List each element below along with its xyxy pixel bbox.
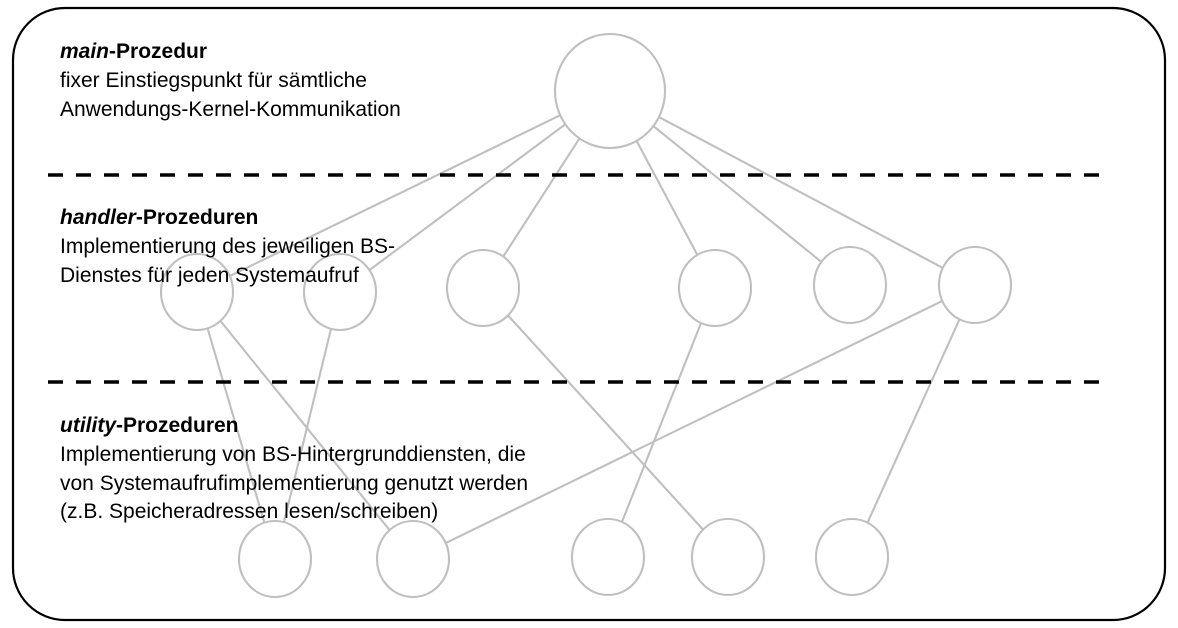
node-utility-4[interactable]	[690, 517, 766, 597]
section-title-utility: utility-Prozeduren	[60, 412, 528, 440]
node-main-1[interactable]	[553, 32, 667, 150]
edge-main-1-to-handler-6	[658, 116, 944, 269]
section-label-handler: handler-Prozeduren Implementierung des j…	[60, 204, 395, 290]
edge-handler-1-to-utility-1	[206, 328, 266, 523]
section-keyword-main: main	[60, 40, 110, 63]
section-keyword-handler: handler	[60, 206, 136, 229]
section-label-utility: utility-Prozeduren Implementierung von B…	[60, 412, 528, 527]
section-title-suffix-main: -Prozedur	[109, 40, 208, 63]
node-utility-1[interactable]	[237, 519, 313, 599]
edge-handler-3-to-utility-4	[507, 314, 704, 531]
section-desc-utility-line-2: von Systemaufrufimplementierung genutzt …	[60, 471, 529, 495]
edge-handler-2-to-utility-1	[282, 328, 333, 523]
edge-main-1-to-handler-4	[635, 140, 699, 256]
edge-main-1-to-handler-3	[502, 137, 581, 258]
edge-handler-6-to-utility-5	[866, 318, 961, 524]
section-title-main: main-Prozedur	[60, 38, 401, 66]
node-utility-3[interactable]	[570, 517, 646, 597]
section-desc-main-line-2: Anwendungs-Kernel-Kommunikation	[60, 97, 401, 121]
edge-layer	[206, 114, 961, 545]
section-desc-utility-line-3: (z.B. Speicheradressen lesen/schreiben)	[60, 500, 439, 523]
section-title-suffix-utility: -Prozeduren	[116, 414, 239, 437]
node-handler-3[interactable]	[445, 248, 521, 328]
edge-main-1-to-handler-1	[229, 114, 561, 278]
node-handler-4[interactable]	[677, 248, 753, 328]
edge-main-1-to-handler-5	[652, 125, 823, 263]
section-title-suffix-handler: -Prozeduren	[135, 206, 259, 229]
section-label-main: main-Prozedur fixer Einstiegspunkt für s…	[60, 38, 401, 124]
edge-handler-6-to-utility-2	[445, 299, 943, 545]
section-desc-handler-line-2: Dienstes für jeden Systemaufruf	[60, 263, 359, 287]
edge-handler-1-to-utility-2	[219, 320, 391, 531]
diagram-outer-border	[11, 6, 1167, 622]
section-desc-main-line-1: fixer Einstiegspunkt für sämtliche	[60, 69, 367, 92]
node-handler-6[interactable]	[937, 245, 1013, 325]
node-handler-2[interactable]	[302, 252, 378, 332]
section-desc-handler-line-1: Implementierung des jeweiligen BS-	[60, 235, 396, 258]
node-utility-2[interactable]	[375, 519, 451, 599]
section-keyword-utility: utility	[60, 414, 116, 437]
edge-main-1-to-handler-2	[368, 123, 566, 271]
node-utility-5[interactable]	[814, 517, 890, 597]
node-layer	[159, 32, 1013, 599]
divider-layer	[48, 173, 1112, 384]
outer-border	[11, 6, 1167, 622]
section-desc-utility-line-1: Implementierung von BS-Hintergrunddienst…	[60, 443, 526, 466]
node-handler-5[interactable]	[812, 245, 888, 325]
node-handler-1[interactable]	[159, 252, 235, 332]
section-title-handler: handler-Prozeduren	[60, 204, 395, 232]
edge-handler-4-to-utility-3	[620, 322, 703, 523]
